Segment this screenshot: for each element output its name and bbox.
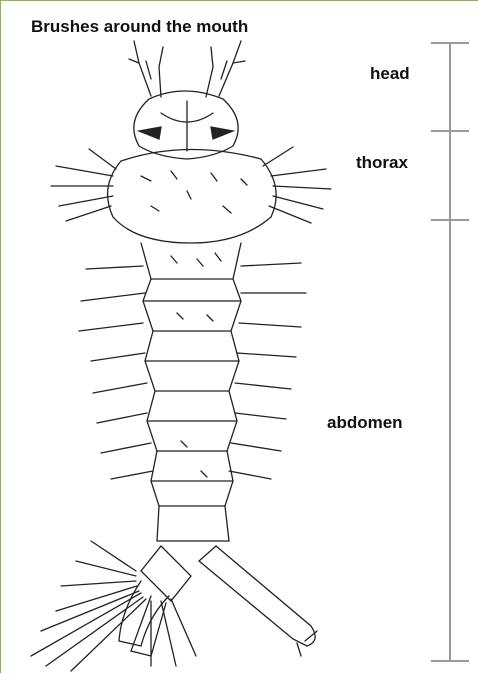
siphon	[199, 546, 317, 656]
head	[134, 91, 238, 159]
mouth-brushes	[129, 41, 245, 97]
label-head: head	[370, 64, 410, 84]
thorax	[51, 147, 331, 243]
label-thorax: thorax	[356, 153, 408, 173]
anal-segment	[31, 541, 196, 671]
segment-scale-bar	[431, 43, 469, 661]
abdomen	[79, 243, 306, 541]
label-abdomen: abdomen	[327, 413, 403, 433]
figure-title: Brushes around the mouth	[31, 17, 248, 37]
